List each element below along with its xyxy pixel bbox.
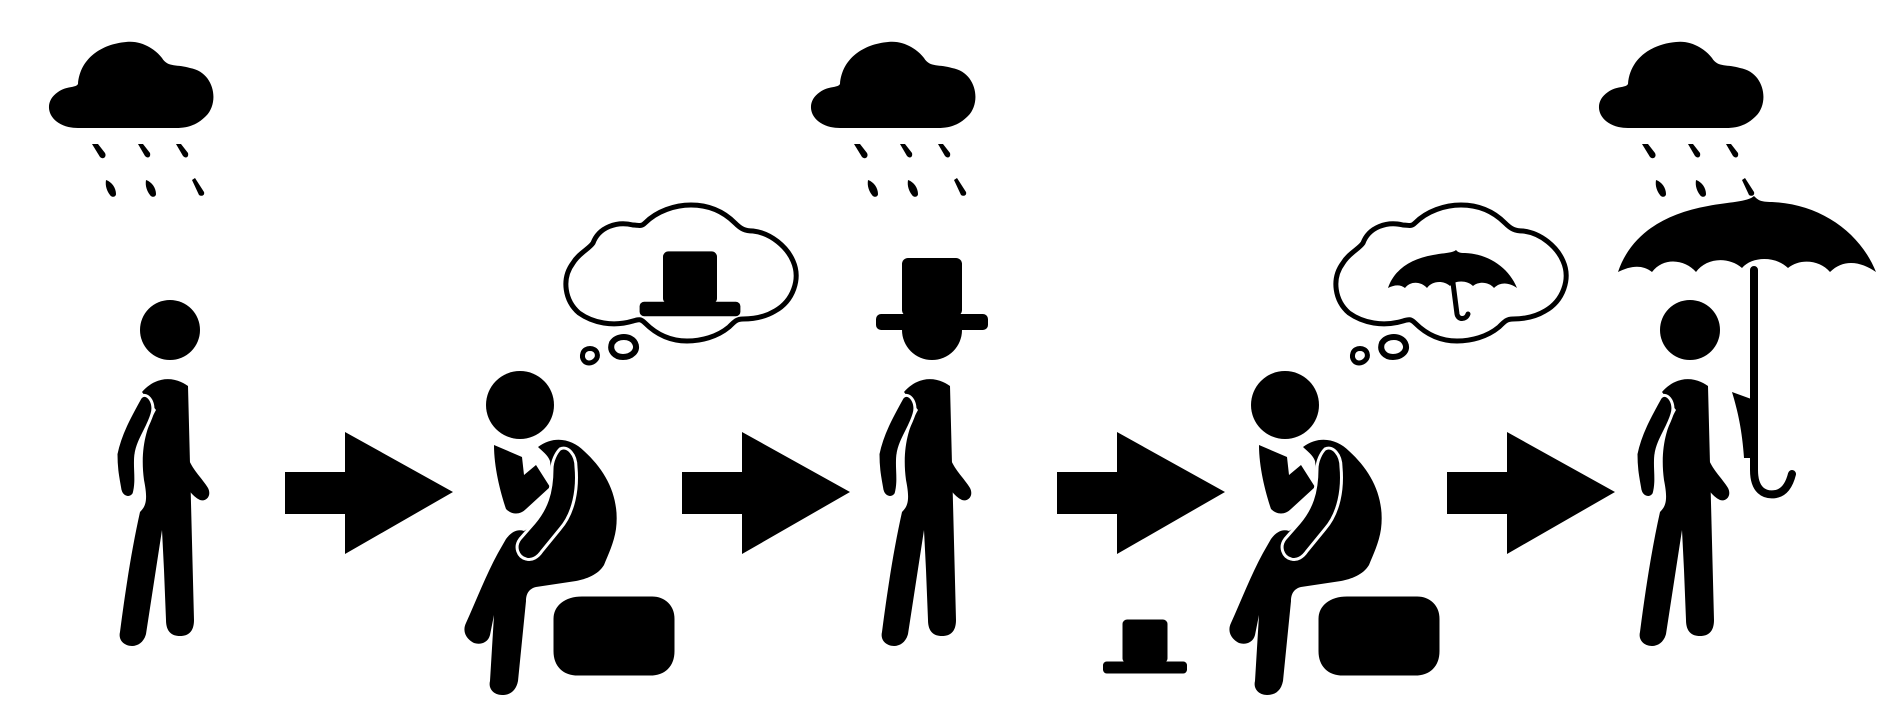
rain-cloud-icon bbox=[811, 42, 975, 197]
arrow-right-icon bbox=[1057, 432, 1225, 554]
rain-cloud-icon bbox=[49, 42, 213, 197]
panel-3 bbox=[811, 42, 988, 646]
panel-1 bbox=[49, 42, 213, 646]
sitting-person-icon bbox=[464, 371, 676, 695]
panel-5 bbox=[1599, 42, 1876, 646]
sitting-person-icon bbox=[1229, 371, 1441, 695]
arrow-right-icon bbox=[682, 432, 850, 554]
person-icon bbox=[116, 300, 209, 646]
top-hat-icon bbox=[876, 258, 988, 330]
panel-4 bbox=[1103, 205, 1566, 695]
rain-cloud-icon bbox=[1599, 42, 1763, 197]
person-icon bbox=[1636, 300, 1729, 646]
arrow-right-icon bbox=[285, 432, 453, 554]
person-icon bbox=[878, 300, 971, 646]
top-hat-icon bbox=[1103, 620, 1187, 674]
arrow-right-icon bbox=[1447, 432, 1615, 554]
